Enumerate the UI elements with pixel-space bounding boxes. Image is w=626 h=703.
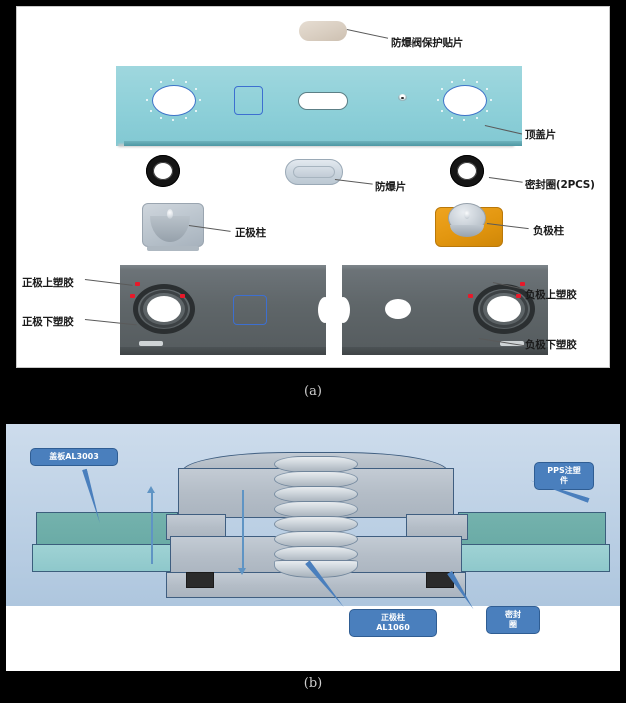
leader-line-valve-sticker xyxy=(346,29,389,39)
cover-square-outline xyxy=(234,86,263,115)
plastic-notch-right xyxy=(336,297,350,323)
marker-dot-left-right xyxy=(468,294,473,298)
label-positive-lower-plastic: 正极下塑胶 xyxy=(22,316,74,328)
burst-disc-part xyxy=(285,159,343,185)
label-positive-upper-plastic: 正极上塑胶 xyxy=(22,277,74,289)
negative-post-nub xyxy=(464,210,470,219)
label-top-cover: 顶盖片 xyxy=(525,129,556,141)
label-burst-disc: 防爆片 xyxy=(375,181,406,193)
positive-ring-mid xyxy=(140,290,188,328)
negative-ring-outer xyxy=(473,284,535,334)
plastic-bottom-ridge-right xyxy=(342,347,548,355)
leader-line-burst-disc xyxy=(334,179,373,185)
panel-a-exploded-view: 防爆阀保护贴片 xyxy=(16,6,610,368)
plastic-top-ridge-right xyxy=(342,265,548,271)
cover-hole-right-dots xyxy=(437,79,493,122)
positive-post-skirt xyxy=(150,216,190,242)
positive-post-nub xyxy=(167,209,173,219)
callout-cover-plate: 盖板AL3003 xyxy=(30,448,118,466)
cover-fill-hole xyxy=(398,94,407,101)
cover-plate-edge xyxy=(124,141,522,146)
cover-vent-slot xyxy=(298,92,348,110)
plastic-square-outline-left xyxy=(233,295,267,325)
label-valve-sticker: 防爆阀保护贴片 xyxy=(391,37,464,49)
plastic-slot-left xyxy=(139,341,163,346)
label-positive-post: 正极柱 xyxy=(235,227,266,239)
cover-hole-left-dots xyxy=(146,79,202,122)
marker-dot-right-left xyxy=(180,294,185,298)
positive-ring-hole xyxy=(147,296,181,322)
positive-ring-assembly xyxy=(133,284,195,334)
explosion-valve-sticker-part xyxy=(299,21,347,41)
negative-post-collar xyxy=(450,225,484,237)
plastic-bottom-ridge-left xyxy=(120,347,326,355)
positive-post-foot xyxy=(147,246,199,251)
seal-oring-right-part xyxy=(450,155,484,187)
label-negative-lower-plastic: 负极下塑胶 xyxy=(525,339,577,351)
top-cover-plate-part xyxy=(116,66,522,146)
label-negative-upper-plastic: 负极上塑胶 xyxy=(525,289,577,301)
threaded-post-column xyxy=(274,456,358,578)
arrow-head-down xyxy=(238,568,246,575)
marker-dot-mid-right xyxy=(516,294,521,298)
leader-line-seal-ring xyxy=(488,177,523,183)
cover-plate-left-upper xyxy=(36,512,178,546)
arrow-head-up xyxy=(147,486,155,493)
label-negative-post: 负极柱 xyxy=(533,225,564,237)
arrow-shaft-down xyxy=(242,490,244,568)
panel-b-cross-section: 盖板AL3003 PPS注塑 件 正极柱 AL1060 密封 圈 xyxy=(6,424,620,671)
seal-ring-left-section xyxy=(186,572,214,588)
callout-seal-ring: 密封 圈 xyxy=(486,606,540,634)
plastic-top-ridge-left xyxy=(120,265,326,271)
callout-pps-part: PPS注塑 件 xyxy=(534,462,594,490)
plastic-center-hole-right xyxy=(385,299,411,319)
marker-dot-mid-left xyxy=(130,294,135,298)
cover-hole-left xyxy=(152,85,196,116)
callout-positive-post: 正极柱 AL1060 xyxy=(349,609,437,637)
plastic-notch-left xyxy=(318,297,332,323)
caption-b: (b) xyxy=(303,676,323,691)
seal-oring-left-part xyxy=(146,155,180,187)
marker-dot-upper-right xyxy=(520,282,525,286)
negative-plastic-frame-part xyxy=(336,265,548,355)
positive-ring-outer xyxy=(133,284,195,334)
negative-ring-mid xyxy=(480,290,528,328)
negative-ring-hole xyxy=(487,296,521,322)
cover-plate-right-upper xyxy=(458,512,606,546)
label-seal-ring: 密封圈(2PCS) xyxy=(525,179,595,191)
arrow-shaft-up xyxy=(151,492,153,564)
positive-plastic-frame-part xyxy=(120,265,332,355)
negative-ring-assembly xyxy=(473,284,535,334)
caption-a: (a) xyxy=(304,384,322,399)
cover-hole-right xyxy=(443,85,487,116)
marker-dot-upper-left xyxy=(135,282,140,286)
cover-plate-right-lower xyxy=(438,544,610,572)
